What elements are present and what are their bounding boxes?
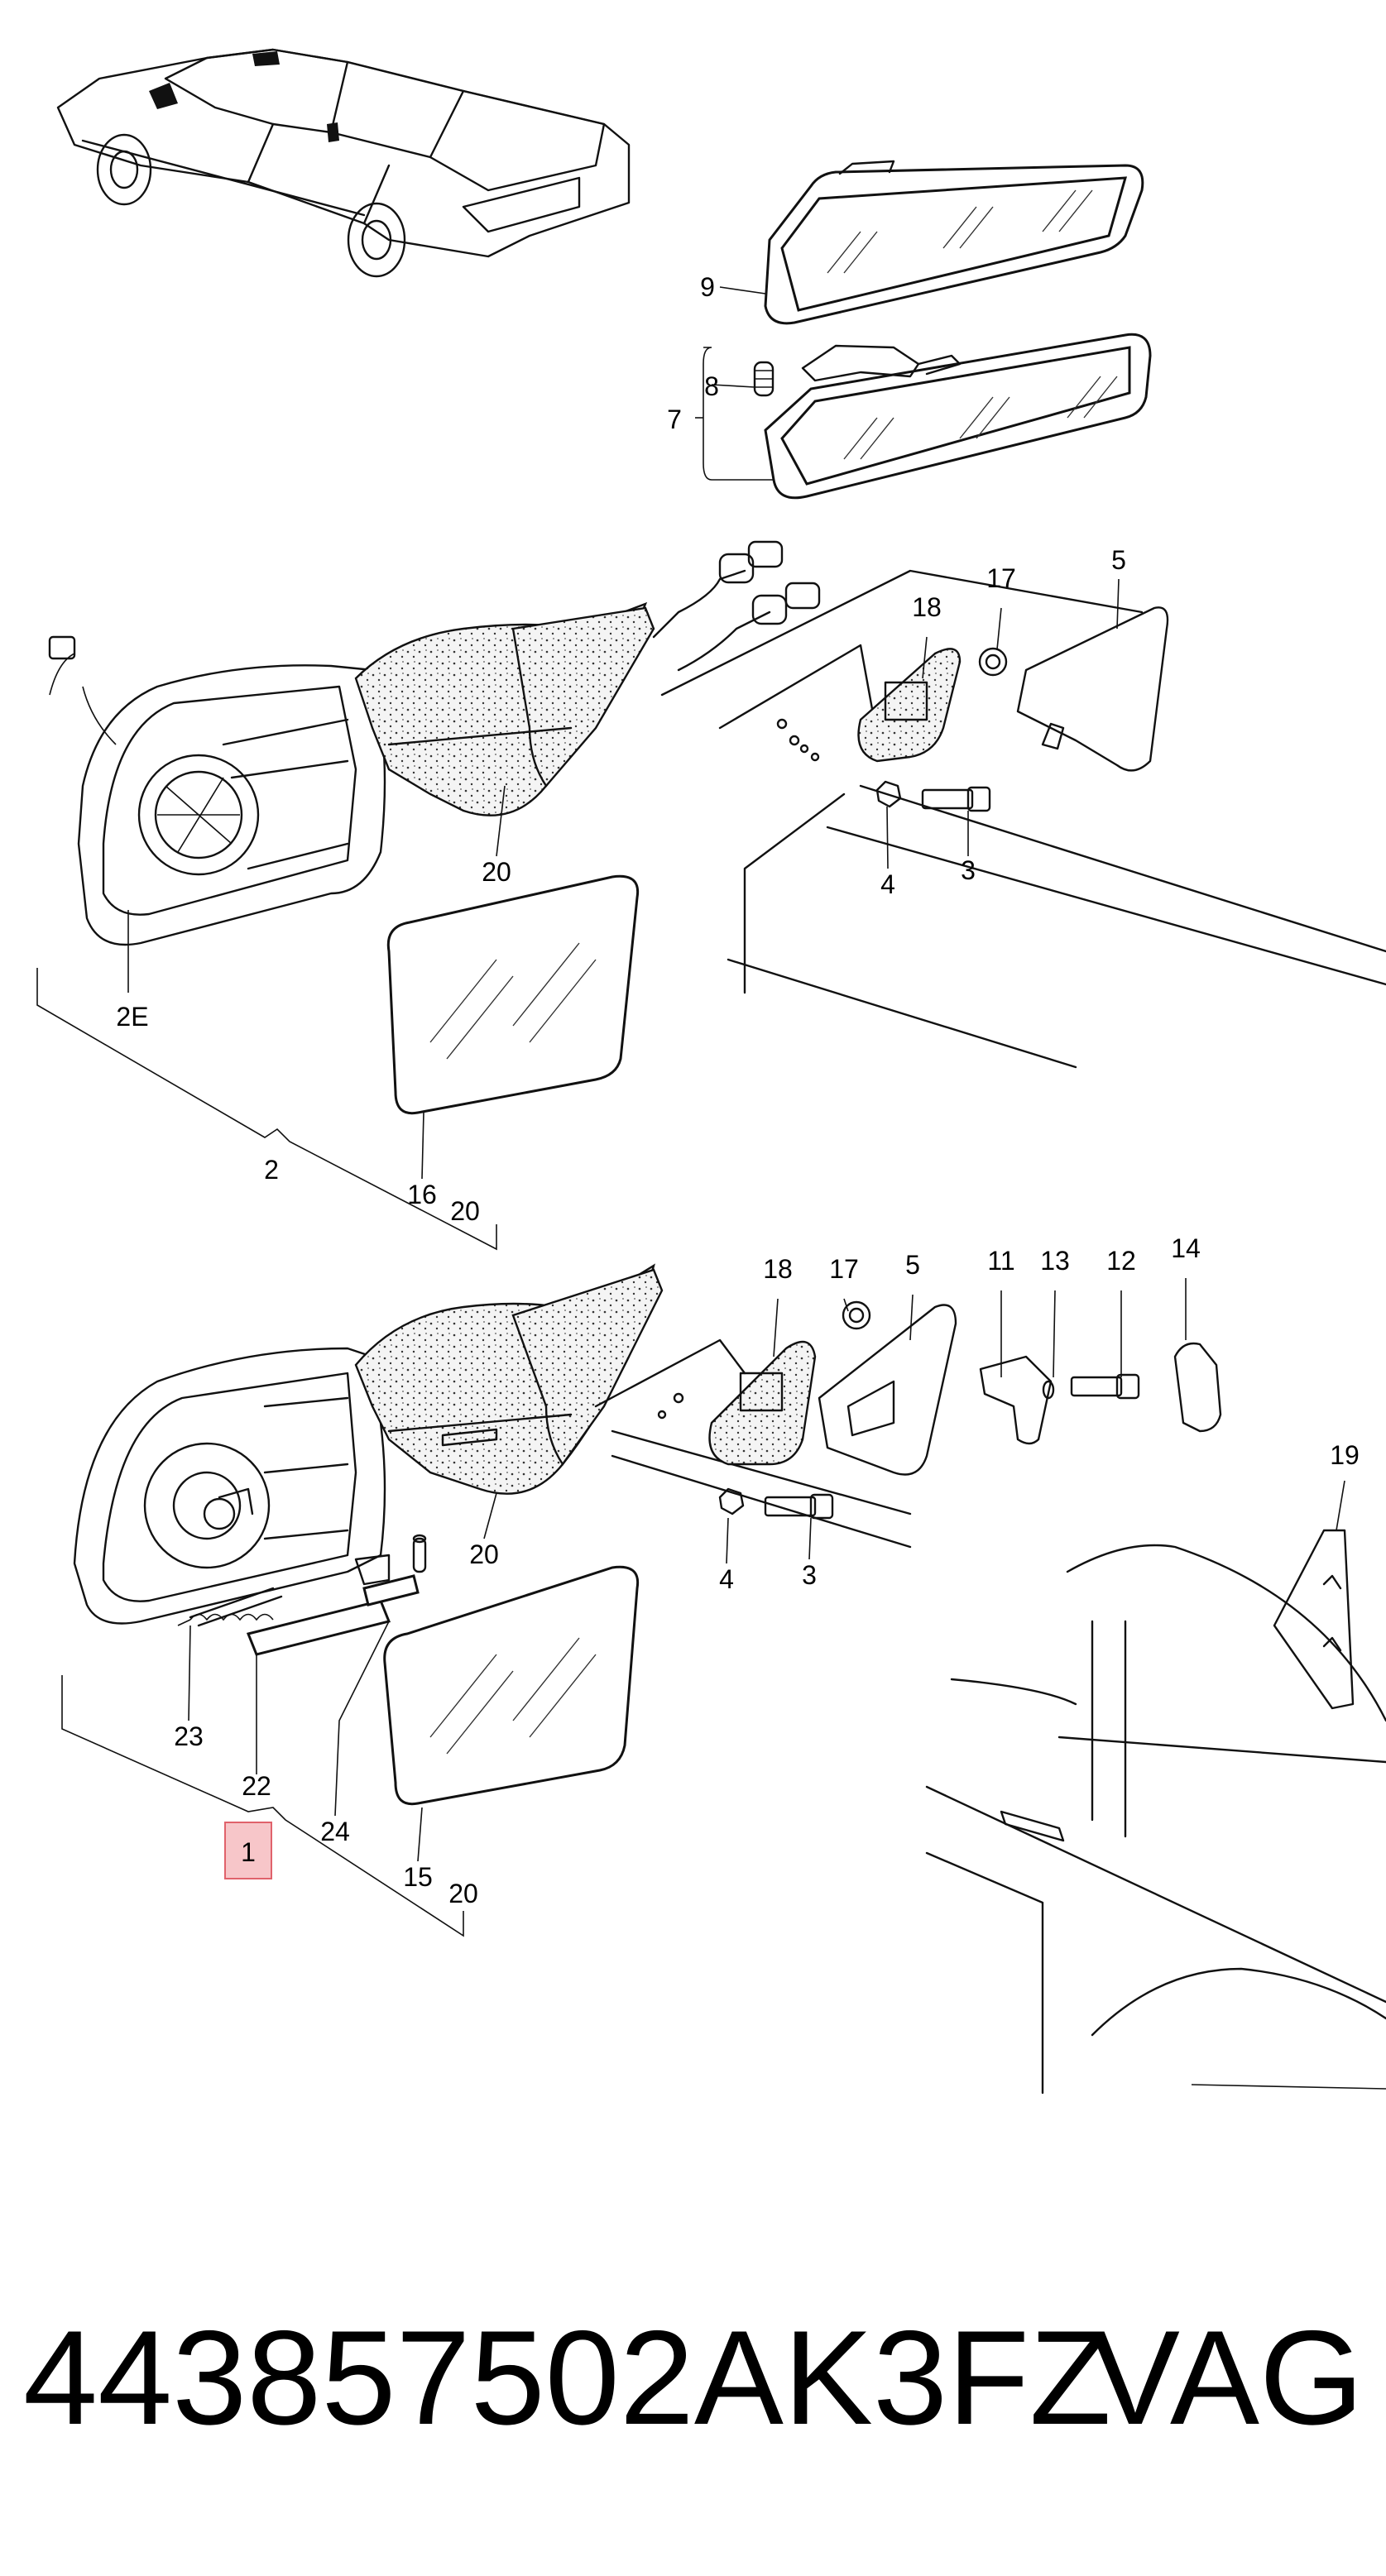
callout-1-highlight	[224, 1822, 272, 1879]
callout-15: 15	[403, 1862, 433, 1892]
callout-2e: 2E	[116, 1002, 148, 1032]
callout-1: 1	[241, 1837, 256, 1867]
callout-7: 7	[667, 405, 682, 434]
callout-11: 11	[987, 1246, 1014, 1276]
car-illustration	[56, 48, 631, 278]
callout-23: 23	[174, 1721, 204, 1751]
callout-2: 2	[264, 1155, 279, 1185]
callout-4-bottom: 4	[719, 1564, 734, 1594]
callout-17-bottom: 17	[829, 1254, 859, 1284]
lower-door-frame	[594, 1300, 1386, 2095]
part-footer: 443857502AK3FZ VAG	[23, 2296, 1364, 2486]
upper-mirror-assembly	[48, 540, 821, 1115]
part-number: 443857502AK3FZ	[23, 2303, 1111, 2453]
callout-8: 8	[704, 371, 719, 401]
callout-5-bottom: 5	[905, 1250, 920, 1280]
callout-9: 9	[700, 272, 715, 302]
callout-19: 19	[1330, 1440, 1360, 1470]
callout-14: 14	[1171, 1233, 1201, 1263]
callout-24: 24	[320, 1817, 350, 1846]
callout-20-top: 20	[482, 857, 511, 887]
callout-16: 16	[407, 1180, 437, 1209]
callout-3-top: 3	[961, 855, 976, 885]
leader-lines	[36, 286, 1345, 1937]
callout-18-top: 18	[912, 592, 942, 622]
callout-20-bottom-b: 20	[448, 1879, 478, 1908]
lower-mirror-assembly	[73, 1263, 664, 1806]
callout-17-top: 17	[986, 563, 1016, 593]
brand-label: VAG	[1090, 2303, 1364, 2453]
callout-22: 22	[242, 1771, 271, 1801]
callout-5-top: 5	[1111, 545, 1126, 575]
callout-13: 13	[1040, 1246, 1070, 1276]
callouts-top: 9 8 7 18 17 5 20 4 3 2E 2 16 20	[116, 272, 1125, 1226]
callout-12: 12	[1106, 1246, 1136, 1276]
callouts-bottom: 18 17 5 11 13 12 14 19 20 4 3 23 22 24 1…	[174, 1233, 1360, 1908]
callout-20-top-b: 20	[450, 1196, 480, 1226]
callout-18-bottom: 18	[763, 1254, 793, 1284]
callout-20-bottom: 20	[469, 1539, 499, 1569]
callout-3-bottom: 3	[802, 1560, 817, 1590]
upper-door-frame	[660, 569, 1386, 1069]
callout-4-top: 4	[880, 869, 895, 899]
mirror-parts-diagram: 9 8 7 18 17 5 20 4 3 2E 2 16 20 18 17 5 …	[36, 48, 1386, 2095]
interior-mirror-group	[753, 160, 1152, 500]
